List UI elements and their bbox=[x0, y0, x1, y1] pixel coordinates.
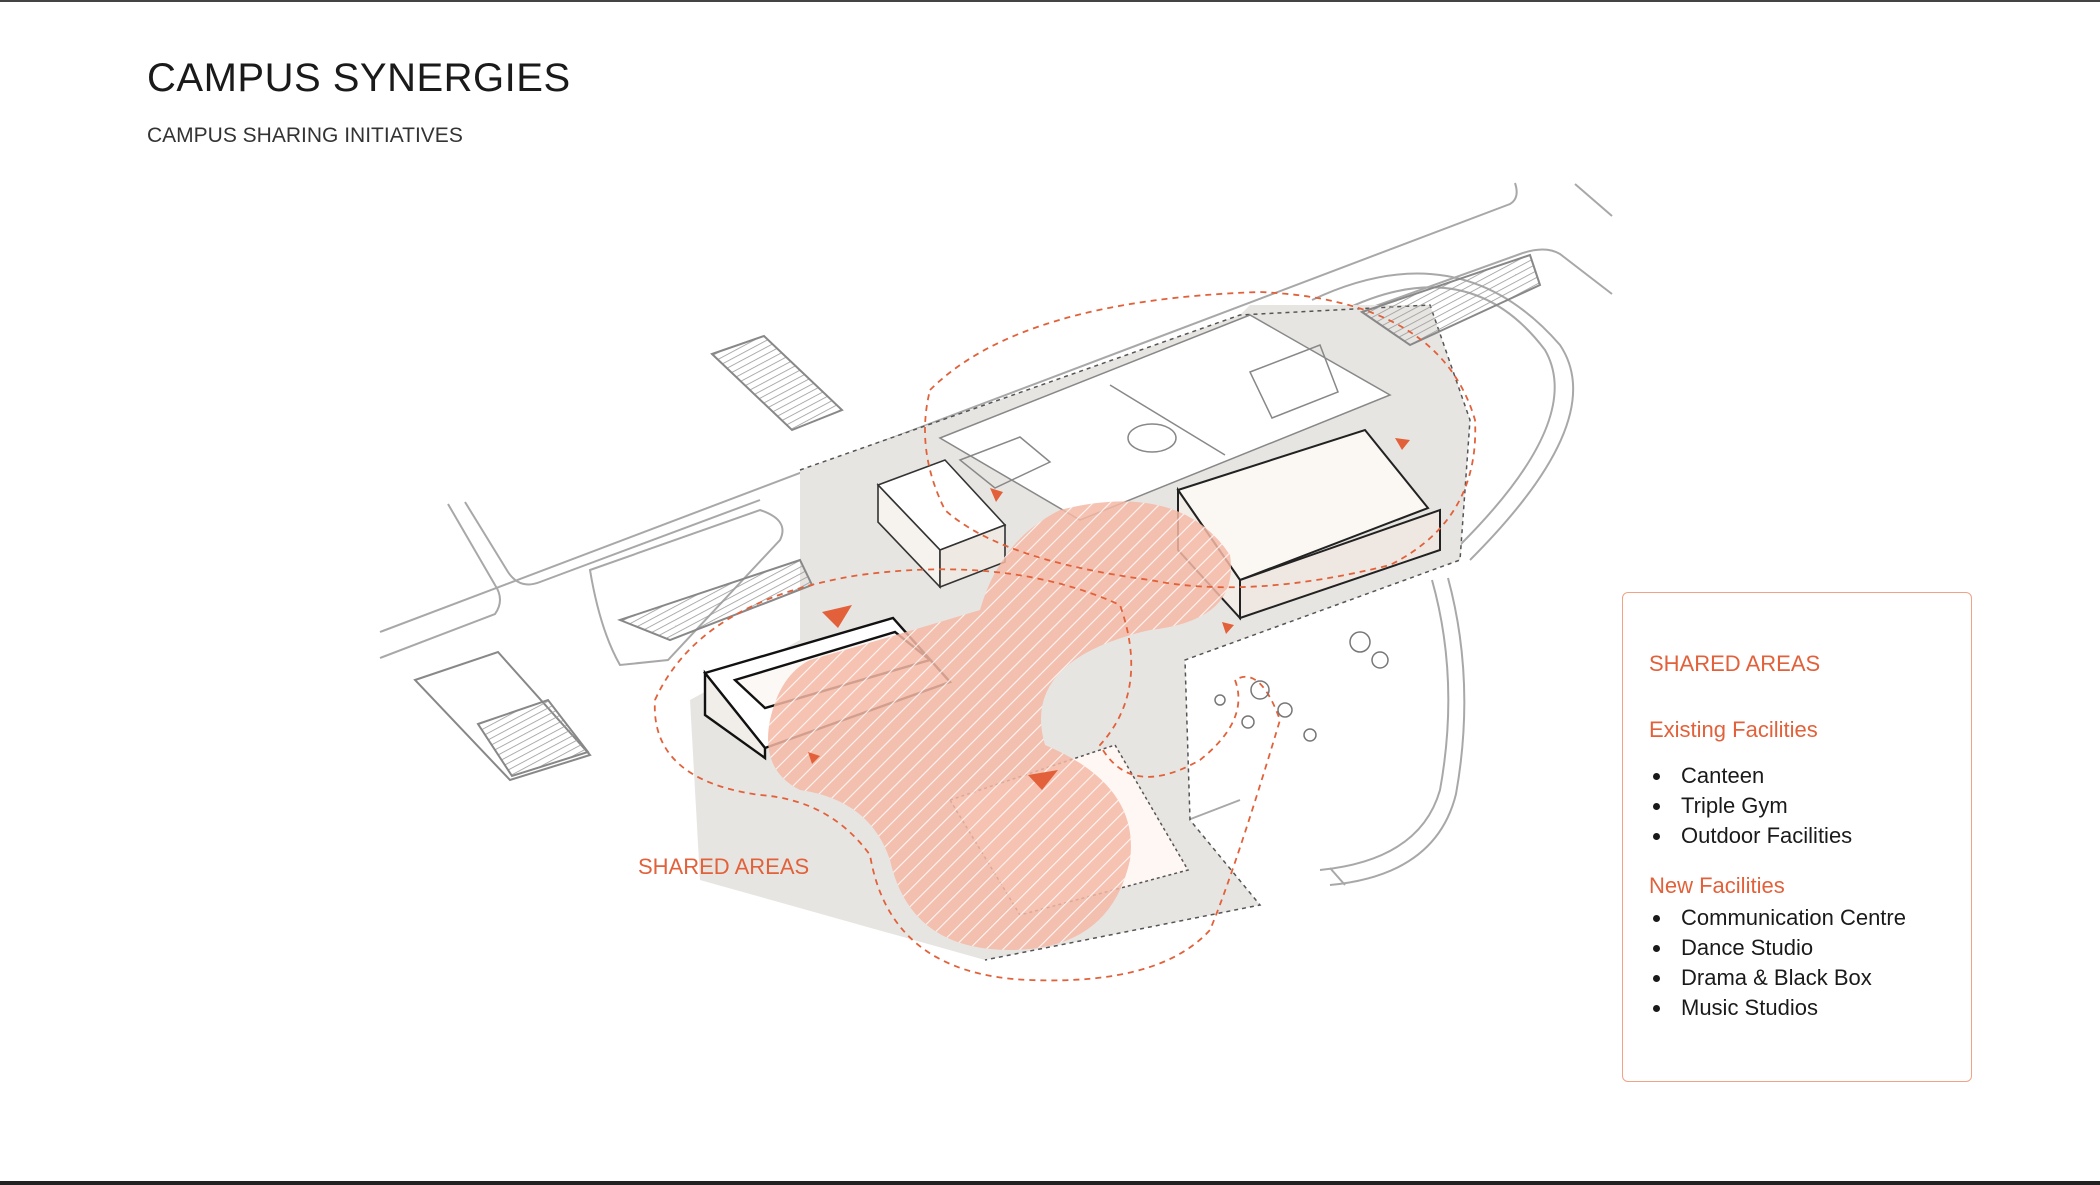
entry-markers bbox=[808, 438, 1410, 790]
legend-item: Triple Gym bbox=[1649, 791, 1971, 821]
entry-marker-icon bbox=[808, 752, 820, 764]
legend-section-heading: New Facilities bbox=[1649, 873, 1785, 898]
landscape-trees bbox=[1214, 631, 1389, 742]
entry-marker-icon bbox=[822, 605, 852, 628]
legend-item: Dance Studio bbox=[1649, 933, 1971, 963]
road-network bbox=[379, 182, 1613, 886]
site-boundary bbox=[799, 304, 1471, 961]
entry-marker-icon bbox=[1395, 438, 1410, 450]
legend-section-heading: Existing Facilities bbox=[1649, 717, 1818, 742]
small-building bbox=[876, 459, 1007, 589]
legend-item: Music Studios bbox=[1649, 993, 1971, 1023]
legend-list-existing: Canteen Triple Gym Outdoor Facilities bbox=[1649, 761, 1971, 851]
entry-marker-icon bbox=[1028, 770, 1058, 790]
legend-list-new: Communication Centre Dance Studio Drama … bbox=[1649, 903, 1971, 1023]
legend-item: Communication Centre bbox=[1649, 903, 1971, 933]
sports-field bbox=[938, 314, 1392, 521]
entry-marker-icon bbox=[1222, 622, 1234, 634]
page-subtitle: CAMPUS SHARING INITIATIVES bbox=[147, 124, 463, 147]
parking-lots bbox=[413, 253, 1542, 782]
top-frame-line bbox=[0, 0, 2100, 2]
legend-item: Outdoor Facilities bbox=[1649, 821, 1971, 851]
legend-item: Canteen bbox=[1649, 761, 1971, 791]
legend-item: Drama & Black Box bbox=[1649, 963, 1971, 993]
legend-title: SHARED AREAS bbox=[1649, 651, 1821, 676]
page-title: CAMPUS SYNERGIES bbox=[147, 56, 571, 100]
bottom-frame-line bbox=[0, 1181, 2100, 1185]
legend-panel: SHARED AREAS Existing Facilities Canteen… bbox=[1622, 592, 1972, 1082]
dashed-zone-boundaries bbox=[653, 291, 1477, 982]
entry-marker-icon bbox=[990, 488, 1003, 502]
shared-areas-map-label: SHARED AREAS bbox=[638, 854, 810, 879]
